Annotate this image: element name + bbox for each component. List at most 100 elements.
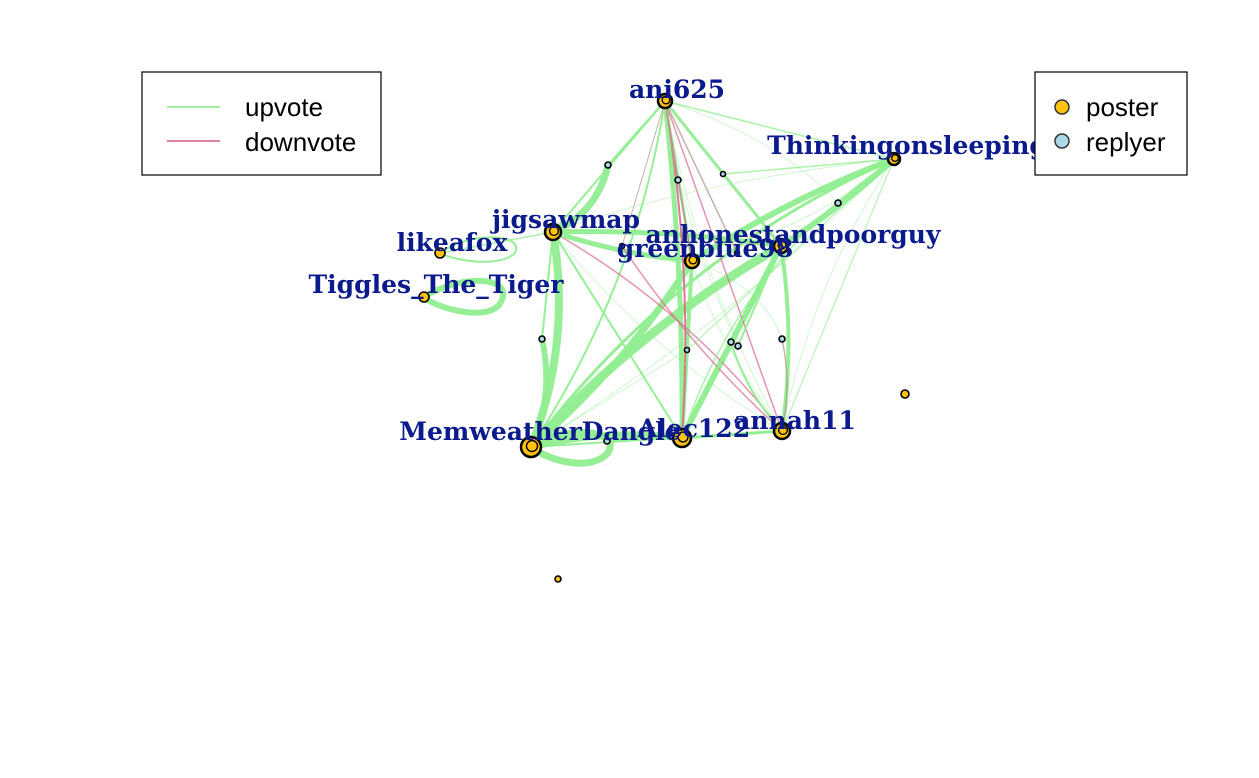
node-legend-box (1034, 71, 1188, 176)
node-ani625 (656, 92, 674, 110)
edge-legend-box (141, 71, 382, 176)
node-inner-marker-jigsaw (548, 225, 560, 237)
node-label-tiggles: Tiggles_The_Tiger (309, 270, 565, 299)
edge-annah-thinking (781, 158, 895, 432)
node-marker-tiggles (418, 291, 430, 303)
upvote-legend-label: upvote (245, 92, 323, 122)
edge-anhonest-jigsaw (550, 229, 784, 249)
node-n3 (719, 170, 727, 178)
node-n11 (683, 346, 691, 354)
edge-n6-annah (621, 245, 783, 432)
node-inner-marker-anhonest (777, 240, 787, 250)
edge-legend: upvote downvote (141, 71, 382, 176)
node-n12 (603, 437, 611, 445)
edge-memweather-memweather (527, 428, 614, 467)
node-n8 (778, 335, 786, 343)
node-label-annah: annah11 (734, 406, 856, 435)
node-marker-n4 (834, 199, 842, 207)
node-label-likeafox: likeafox (397, 228, 509, 257)
node-inner-marker-memweather (525, 439, 539, 453)
node-n1 (604, 161, 612, 169)
node-label-alec: Alec122 (637, 414, 750, 443)
edge-memweather-ani625 (530, 100, 666, 448)
node-thinking (886, 151, 902, 167)
edge-tiggles-tiggles (421, 277, 507, 316)
labels-layer: ani625Thinkingonsleepingjigsawmaplikeafo… (309, 75, 1047, 446)
edge-memweather-n5 (528, 336, 550, 450)
node-annah (772, 421, 792, 441)
edge-jigsaw-n5 (541, 231, 554, 340)
node-marker-likeafox (434, 247, 446, 259)
faint-edge-ani625-annah (664, 100, 783, 432)
faint-edge-thinking-memweather (530, 158, 895, 448)
node-likeafox (434, 247, 446, 259)
node-marker-n9 (727, 338, 735, 346)
edge-likeafox-likeafox (439, 236, 518, 263)
node-inner-marker-thinking (891, 153, 900, 162)
edge-jigsaw-n1 (549, 161, 612, 236)
node-n9 (727, 338, 735, 346)
edge-anhonest-n10 (737, 245, 782, 347)
node-label-ani625: ani625 (629, 75, 725, 104)
node-iso2 (554, 575, 562, 583)
node-inner-marker-ani625 (661, 95, 671, 105)
node-alec (671, 427, 693, 449)
faint-edge-jigsaw-thinking (552, 158, 895, 233)
node-marker-n3 (719, 170, 727, 178)
edge-thinking-n11 (686, 158, 895, 351)
faint-edge-jigsaw-annah (552, 231, 783, 432)
edge-alec-jigsaw (552, 231, 683, 439)
node-marker-n7 (733, 249, 741, 257)
node-marker-iso2 (554, 575, 562, 583)
edge-memweather-green (527, 257, 696, 451)
node-inner-marker-green (688, 255, 698, 265)
downvote-legend-label: downvote (245, 127, 356, 157)
replyer-legend-marker (1054, 133, 1070, 149)
faint-edge-thinking-annah (781, 158, 895, 432)
poster-legend-label: poster (1086, 92, 1159, 122)
faint-edge-green-n8 (691, 260, 783, 340)
node-tiggles (418, 291, 430, 303)
node-marker-n6 (618, 242, 626, 250)
poster-legend-marker (1054, 99, 1070, 115)
edge-n9-annah (730, 341, 783, 432)
node-label-jigsaw: jigsawmap (490, 205, 640, 234)
edge-annah-anhonest (779, 244, 791, 433)
edge-jigsaw-likeafox (439, 231, 554, 254)
edge-thinking-alec (681, 158, 895, 439)
edge-alec-annah (680, 429, 784, 440)
node-inner-marker-annah (777, 424, 789, 436)
node-n7 (733, 249, 741, 257)
node-label-anhonest: anhonestandpoorguy (646, 220, 942, 249)
node-n4 (834, 199, 842, 207)
node-label-memweather: MemweatherDangle (399, 417, 680, 446)
node-legend: poster replyer (1034, 71, 1188, 176)
faint-edge-thinking-green (691, 158, 895, 262)
edge-n9-alec (681, 341, 732, 439)
node-marker-iso1 (900, 389, 910, 399)
edge-ani625-n7 (664, 100, 738, 254)
node-n10 (734, 342, 742, 350)
node-marker-n12 (603, 437, 611, 445)
node-marker-n8 (778, 335, 786, 343)
edge-n6-ani625 (621, 100, 666, 247)
faint-edge-ani625-n10 (664, 100, 739, 347)
node-marker-n10 (734, 342, 742, 350)
edge-alec-ani625 (662, 98, 685, 441)
node-green (683, 252, 701, 270)
edge-ani625-thinking (664, 100, 895, 160)
node-marker-n2 (674, 176, 682, 184)
node-n5 (538, 335, 546, 343)
node-n6 (618, 242, 626, 250)
node-marker-n5 (538, 335, 546, 343)
edge-green-thinking (689, 156, 897, 264)
edge-memweather-thinking (529, 157, 896, 449)
node-label-green: greenblue98 (617, 234, 794, 263)
node-jigsaw (543, 222, 563, 242)
node-marker-n11 (683, 346, 691, 354)
node-marker-n1 (604, 161, 612, 169)
edge-ani625-n1 (607, 100, 666, 166)
edges-layer (421, 98, 897, 467)
nodes-layer (418, 92, 910, 583)
